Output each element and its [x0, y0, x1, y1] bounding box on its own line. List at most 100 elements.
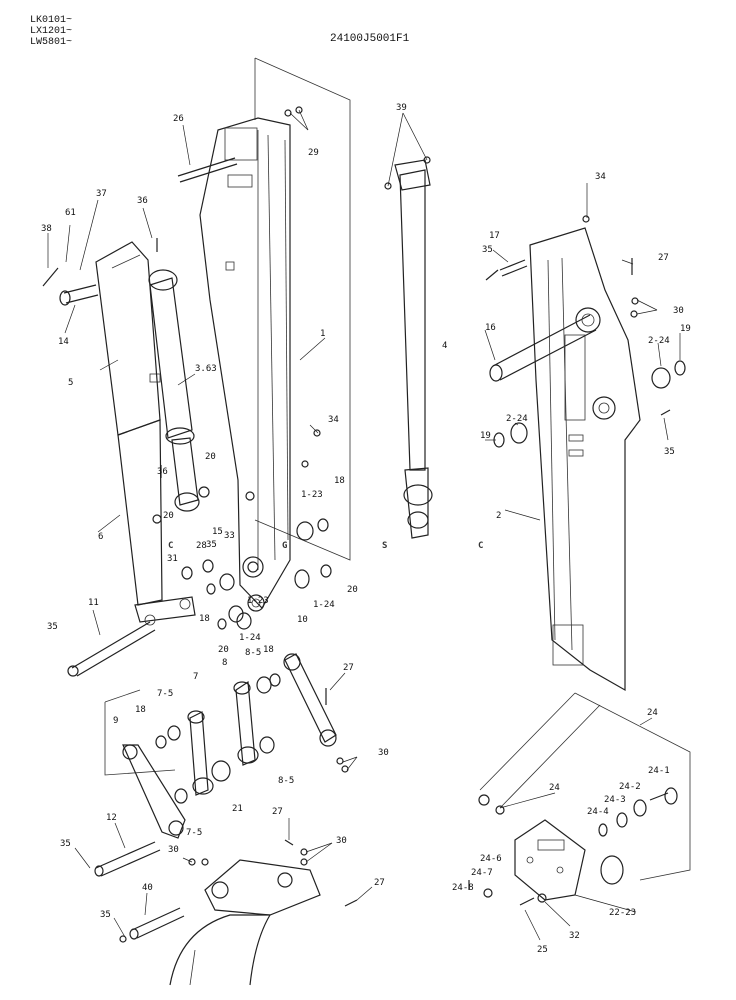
watermark-letter: C [168, 541, 173, 551]
callout-1-23: 1-23 [301, 490, 323, 500]
callout-24-6: 24-6 [480, 854, 502, 864]
callout-19: 19 [480, 431, 491, 441]
callout-35: 35 [206, 540, 217, 550]
callout-33: 33 [224, 531, 235, 541]
callout-24-4: 24-4 [587, 807, 609, 817]
leader-lines [47, 109, 681, 941]
callout-35: 35 [60, 839, 71, 849]
bushing-set [119, 106, 686, 943]
watermark-letter: C [478, 541, 483, 551]
callout-37: 37 [96, 189, 107, 199]
bracket-kit-outline [479, 692, 691, 881]
callout-30: 30 [336, 836, 347, 846]
callout-20: 20 [347, 585, 358, 595]
callout-36: 36 [157, 467, 168, 477]
callout-27: 27 [658, 253, 669, 263]
callout-20: 20 [163, 511, 174, 521]
callout-17: 17 [489, 231, 500, 241]
callout-14: 14 [58, 337, 69, 347]
bolt-26 [177, 157, 238, 183]
arm-cylinder [148, 269, 200, 512]
callout-24: 24 [549, 783, 560, 793]
bracket-kit-24 [514, 787, 678, 901]
serial-line: LW5801~ [30, 37, 73, 48]
lower-group-outline [104, 689, 176, 776]
callout-26: 26 [173, 114, 184, 124]
callout-2: 2 [496, 511, 501, 521]
callout-7: 7 [193, 672, 198, 682]
callout-30: 30 [673, 306, 684, 316]
callout-18: 18 [199, 614, 210, 624]
callout-1-24: 1-24 [313, 600, 335, 610]
callout-34: 34 [328, 415, 339, 425]
callout-28: 28 [196, 541, 207, 551]
callout-32: 32 [569, 931, 580, 941]
callout-22-23: 22-23 [609, 908, 636, 918]
callout-25: 25 [537, 945, 548, 955]
boom-assembly [199, 117, 291, 612]
pin-16 [489, 314, 597, 382]
callout-11: 11 [88, 598, 99, 608]
callout-3-63: 3.63 [195, 364, 217, 374]
callout-36: 36 [137, 196, 148, 206]
serial-line: LX1201~ [30, 26, 73, 37]
callout-24-1: 24-1 [648, 766, 670, 776]
callout-24-3: 24-3 [604, 795, 626, 805]
pin-40 [129, 907, 185, 940]
side-cover-lower [117, 419, 163, 606]
callout-30: 30 [168, 845, 179, 855]
callout-8-5: 8-5 [278, 776, 294, 786]
callout-27: 27 [343, 663, 354, 673]
callout-16: 16 [485, 323, 496, 333]
serial-line: LK0101~ [30, 15, 73, 26]
callout-6: 6 [98, 532, 103, 542]
pin-17 [499, 259, 528, 277]
callout-34: 34 [595, 172, 606, 182]
pin-14 [59, 284, 99, 306]
pin-11 [67, 621, 156, 677]
link-10 [283, 653, 337, 747]
callout-24: 24 [647, 708, 658, 718]
callout-15: 15 [212, 527, 223, 537]
link-9 [122, 744, 186, 839]
drawing-number: 24100J5001F1 [330, 33, 410, 45]
watermark-letter: S [382, 541, 387, 551]
callout-35: 35 [482, 245, 493, 255]
callout-2-24: 2-24 [506, 414, 528, 424]
callout-38: 38 [41, 224, 52, 234]
side-cover-upper [95, 241, 161, 436]
callout-8-5: 8-5 [245, 648, 261, 658]
callout-24-8: 24-8 [452, 883, 474, 893]
callout-30: 30 [378, 748, 389, 758]
callout-21: 21 [232, 804, 243, 814]
callout-18: 18 [135, 705, 146, 715]
callout-29: 29 [308, 148, 319, 158]
callout-labels: 1 2 2-24 2-24 3.63 4 5 6 7 7-5 7-5 8 8-5… [41, 103, 691, 955]
callout-61: 61 [65, 208, 76, 218]
callout-35: 35 [100, 910, 111, 920]
callout-24-2: 24-2 [619, 782, 641, 792]
bucket-hinge [169, 859, 321, 986]
callout-10: 10 [297, 615, 308, 625]
callout-19: 19 [680, 324, 691, 334]
callout-5: 5 [68, 378, 73, 388]
callout-1-24: 1-24 [239, 633, 261, 643]
watermark-letter: G [282, 541, 287, 551]
callout-12: 12 [106, 813, 117, 823]
callout-7-5: 7-5 [157, 689, 173, 699]
watermark: C G S C [168, 541, 483, 551]
pin-12 [94, 841, 161, 877]
callout-7-5: 7-5 [186, 828, 202, 838]
arm-assembly [529, 227, 641, 692]
callout-1-23: 1-23 [247, 596, 269, 606]
callout-31: 31 [167, 554, 178, 564]
bucket-cylinder [394, 159, 433, 539]
callout-18: 18 [263, 645, 274, 655]
callout-35: 35 [664, 447, 675, 457]
bolt-set [42, 238, 671, 907]
callout-18: 18 [334, 476, 345, 486]
callout-4: 4 [442, 341, 447, 351]
callout-27: 27 [374, 878, 385, 888]
callout-35: 35 [47, 622, 58, 632]
